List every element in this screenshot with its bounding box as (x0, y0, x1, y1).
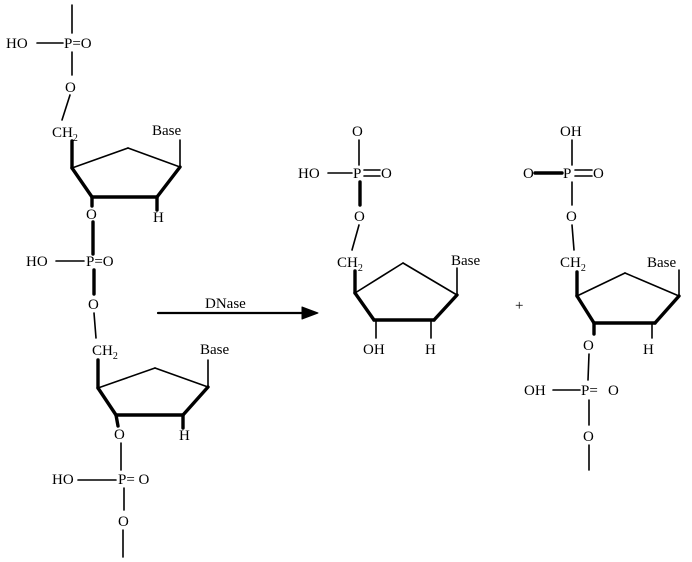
ch2-label: CH2 (92, 343, 118, 362)
base-label: Base (200, 342, 230, 358)
oxygen-label: O (566, 209, 577, 225)
hydrogen-label: H (179, 428, 190, 444)
hydroxyl-label: HO (26, 254, 48, 270)
oxygen-label: O (65, 80, 76, 96)
phosphate-middle: HO P=O O (26, 254, 114, 339)
hydrogen-label: H (425, 342, 436, 358)
oxygen-label: O (523, 166, 534, 182)
oxygen-label: O (114, 427, 125, 443)
phosphate-label: P= (581, 383, 598, 399)
hydrogen-label: H (153, 210, 164, 226)
ch2-label: CH2 (560, 255, 586, 274)
oxygen-label: O (352, 124, 363, 140)
base-label: Base (647, 255, 677, 271)
sugar-ring-1: CH2 Base H O (52, 123, 182, 256)
oxygen-label: O (593, 166, 604, 182)
oxygen-label: O (88, 297, 99, 313)
oxygen-label: O (86, 207, 97, 223)
product-nucleotide-2: OH O P O O CH2 Base H O OH P= O O (523, 124, 681, 471)
oxygen-label: O (583, 429, 594, 445)
phosphate-label: P=O (86, 254, 114, 270)
hydroxyl-label: HO (298, 166, 320, 182)
oxygen-label: O (608, 383, 619, 399)
enzyme-label: DNase (205, 296, 246, 312)
phosphate-top: HO P=O O (6, 4, 92, 121)
hydroxyl-label: HO (52, 472, 74, 488)
oxygen-label: O (381, 166, 392, 182)
oxygen-label: O (118, 514, 129, 530)
phosphorus-label: P (353, 166, 361, 182)
hydroxyl-label: OH (363, 342, 385, 358)
phosphate-bottom: HO P= O O (52, 472, 150, 558)
hydroxyl-label: HO (6, 36, 28, 52)
phosphorus-label: P (563, 166, 571, 182)
ch2-label: CH2 (52, 125, 78, 144)
product-nucleotide-1: O HO P O O CH2 Base OH H (298, 124, 481, 358)
plus-sign: + (515, 298, 523, 314)
sugar-ring-2: CH2 Base H O (92, 342, 230, 471)
oxygen-label: O (583, 338, 594, 354)
phosphate-label: P=O (64, 36, 92, 52)
ch2-label: CH2 (337, 255, 363, 274)
hydroxyl-label: OH (560, 124, 582, 140)
oxygen-label: O (354, 209, 365, 225)
hydrogen-label: H (643, 342, 654, 358)
reactant-dna-fragment: HO P=O O CH2 Base H O HO (6, 4, 230, 558)
phosphate-label: P= O (118, 472, 150, 488)
hydroxyl-label: OH (524, 383, 546, 399)
base-label: Base (451, 253, 481, 269)
base-label: Base (152, 123, 182, 139)
reaction-arrow: DNase (156, 296, 319, 320)
